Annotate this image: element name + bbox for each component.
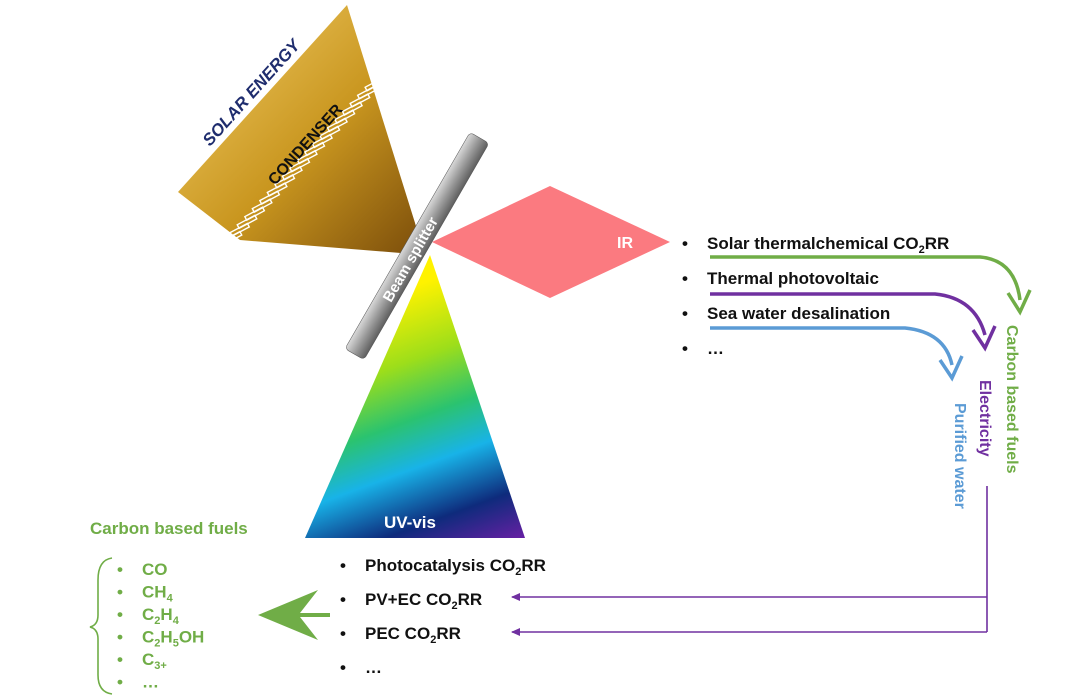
- ir-output-arrows: [710, 255, 1032, 382]
- fuel-output-arrow: [258, 590, 330, 640]
- fuels-list: • CO • CH4 • C2H4 • C2H5OH • C3+ • …: [117, 560, 204, 692]
- ir-application-list: • Solar thermalchemical CO2RR • Thermal pho…: [682, 234, 949, 358]
- ir-application-item-bullet: •: [682, 339, 688, 358]
- water-arrow: [710, 326, 954, 366]
- water-arrowhead: [938, 355, 964, 382]
- fuel-item: C2H4: [142, 605, 180, 627]
- fuel-item: CO: [142, 560, 168, 579]
- uv-application-list: • Photocatalysis CO2RR • PV+EC CO2RR • PEC CO…: [340, 556, 546, 677]
- carbon-fuel-arrow: [710, 255, 1022, 301]
- fuel-item-bullet: •: [117, 560, 123, 579]
- uv-application-item: Photocatalysis CO2RR: [365, 556, 546, 578]
- ir-application-item: …: [707, 339, 724, 358]
- lens-mark: [371, 68, 394, 84]
- purified-water-output-label: Purified water: [951, 403, 968, 509]
- fuel-item: C3+: [142, 650, 167, 672]
- fuel-item-bullet: •: [117, 605, 123, 624]
- electricity-arrowhead: [971, 325, 997, 352]
- fuel-item: C2H5OH: [142, 628, 204, 650]
- fuel-item: …: [142, 673, 159, 692]
- uv-application-item: …: [365, 658, 382, 677]
- electricity-feed-arrows: [511, 486, 988, 636]
- ir-diamond: [432, 186, 670, 298]
- ir-application-item: Sea water desalination: [707, 304, 890, 323]
- ir-application-item-bullet: •: [682, 269, 688, 288]
- uv-vis-label: UV-vis: [384, 513, 436, 532]
- ir-application-item: Solar thermalchemical CO2RR: [707, 234, 949, 256]
- lens-mark: [386, 52, 409, 68]
- fuel-item-bullet: •: [117, 628, 123, 647]
- carbon-fuels-output-label: Carbon based fuels: [1003, 325, 1020, 474]
- fuel-item-bullet: •: [117, 673, 123, 692]
- fuels-brace: [89, 557, 113, 695]
- ir-label: IR: [617, 235, 633, 252]
- condenser-lens-marks: [221, 44, 416, 246]
- ir-application-item-bullet: •: [682, 304, 688, 323]
- uv-application-item: PV+EC CO2RR: [365, 590, 482, 612]
- fuels-title: Carbon based fuels: [90, 519, 248, 538]
- uv-application-item-bullet: •: [340, 590, 346, 609]
- fuel-item-bullet: •: [117, 583, 123, 602]
- carbon-fuel-arrowhead: [1006, 289, 1032, 316]
- uv-application-item-bullet: •: [340, 624, 346, 643]
- lens-mark: [379, 60, 401, 76]
- ir-application-item-bullet: •: [682, 234, 688, 253]
- condenser-funnel: [178, 5, 425, 255]
- fuel-item-bullet: •: [117, 650, 123, 669]
- uv-vis-spectrum-triangle: [305, 255, 525, 538]
- electricity-output-label: Electricity: [976, 380, 993, 457]
- fuel-item: CH4: [142, 583, 174, 605]
- uv-application-item: PEC CO2RR: [365, 624, 461, 646]
- uv-application-item-bullet: •: [340, 658, 346, 677]
- lens-mark: [394, 44, 416, 60]
- uv-application-item-bullet: •: [340, 556, 346, 575]
- ir-application-item: Thermal photovoltaic: [707, 269, 879, 288]
- electricity-arrow: [710, 292, 987, 336]
